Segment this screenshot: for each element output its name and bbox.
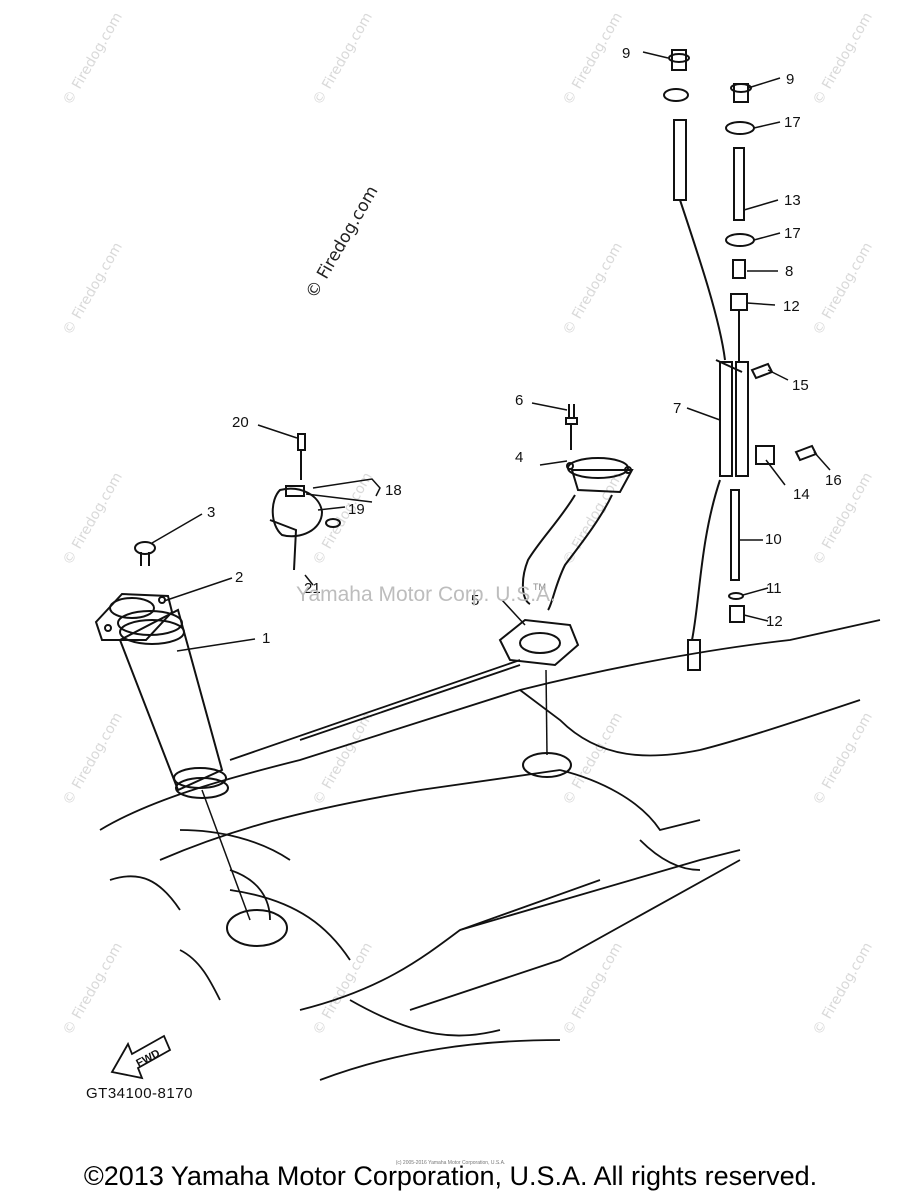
fwd-arrow-icon [110,1034,172,1080]
callout-3: 3 [207,504,215,521]
callout-17: 17 [784,114,801,131]
callout-15: 15 [792,377,809,394]
hose-part-10 [730,489,740,581]
diagram-part-code: GT34100-8170 [86,1085,193,1102]
callout-21: 21 [304,580,321,597]
callout-6: 6 [515,392,523,409]
callout-10: 10 [765,531,782,548]
callout-20: 20 [232,414,249,431]
tm-mark: TM [533,582,546,592]
cap-part-12-lower [729,605,745,623]
rivet-part-6 [565,404,578,450]
copyright-footer: ©2013 Yamaha Motor Corporation, U.S.A. A… [83,1161,818,1191]
filler-flange [94,592,174,641]
callout-4: 4 [515,449,523,466]
callout-13: 13 [784,192,801,209]
callout-9: 9 [786,71,794,88]
filler-tube [117,608,229,799]
callout-12: 12 [783,298,800,315]
callout-14: 14 [793,486,810,503]
callout-7: 7 [673,400,681,417]
cap-part-12-upper [730,293,748,362]
callout-16: 16 [825,472,842,489]
fittings-part-9 [663,49,752,103]
joint-part-8 [732,259,746,279]
clip-part-11 [728,592,744,600]
callout-5: 5 [471,592,479,609]
hull-deck-outline [99,619,881,1081]
clamp-part-7 [715,359,749,477]
leader-lines [151,51,831,921]
callout-8: 8 [785,263,793,280]
clamp-part-14 [755,445,775,465]
callout-2: 2 [235,569,243,586]
screw-part-3 [134,541,156,566]
callout-19: 19 [348,501,365,518]
clamps-part-17 [725,121,755,247]
gasket-part-5 [498,618,580,667]
deck-opening-filler [226,909,288,947]
deck-opening-vent [522,752,572,778]
vent-hose [522,457,634,611]
fine-print-copyright: (c) 2005-2016 Yamaha Motor Corporation, … [395,1160,506,1166]
callout-17: 17 [784,225,801,242]
callout-11: 11 [766,580,782,597]
hose-part-13 [733,147,745,221]
callout-18: 18 [385,482,402,499]
yamaha-corp-watermark: Yamaha Motor Corp. U.S.A. [296,583,556,606]
callout-1: 1 [262,630,270,647]
callout-9: 9 [622,45,630,62]
breather-hose-long [673,119,726,671]
clamp-assembly-18 [269,433,341,571]
callout-12: 12 [766,613,783,630]
